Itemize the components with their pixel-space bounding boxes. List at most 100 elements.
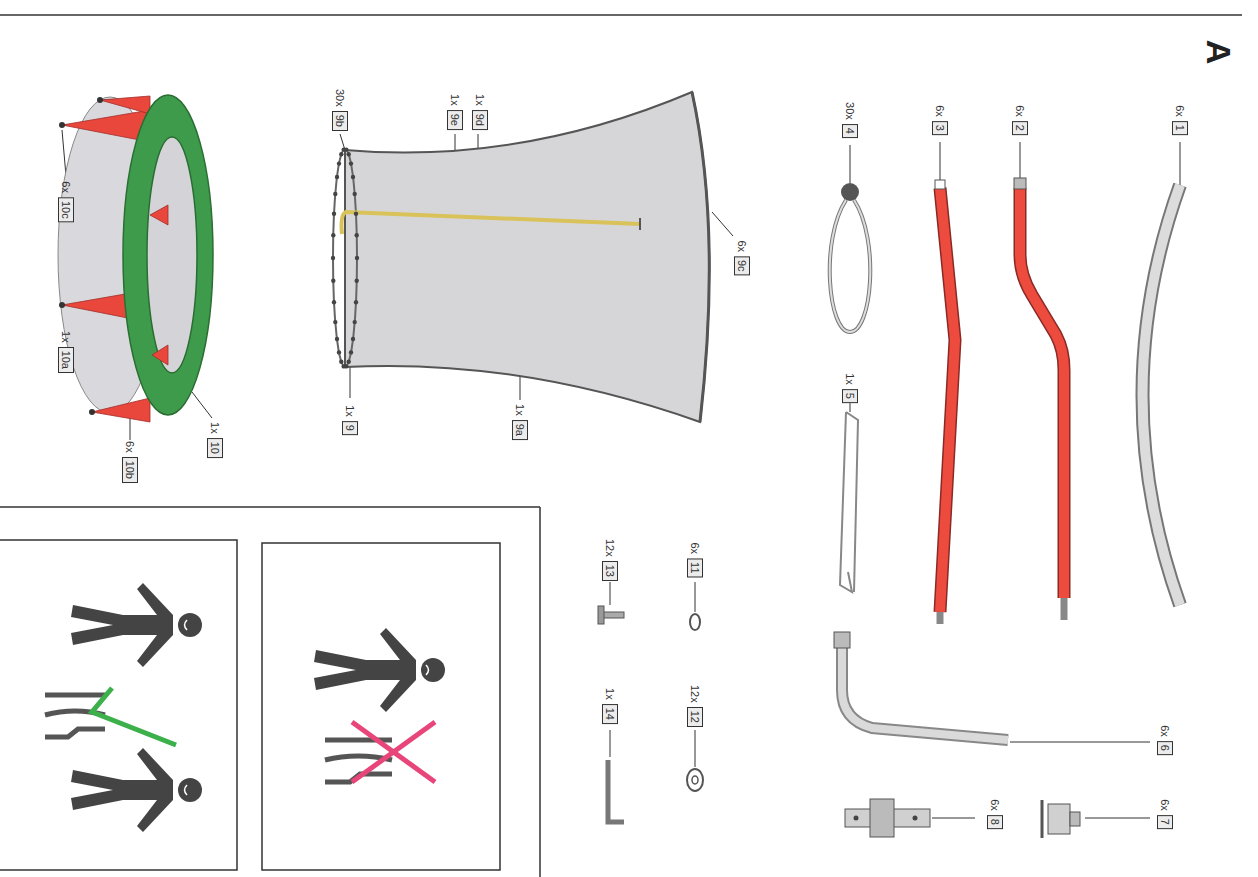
- callout-group: 1x9a: [512, 404, 528, 440]
- net-top-edge: [692, 92, 709, 422]
- callout-number: 14: [602, 704, 618, 724]
- callout-group: 12x12: [687, 685, 703, 727]
- person-happy: [71, 583, 202, 667]
- callout-group: 6x7: [1157, 799, 1173, 829]
- frown: [426, 665, 429, 675]
- connector-flange: [1041, 800, 1044, 838]
- callout-number: 8: [987, 815, 1003, 829]
- quantity-label: 12x: [604, 539, 616, 557]
- net-ring-dot: [347, 152, 351, 156]
- net-ring-dot: [347, 360, 351, 364]
- connector-cap: [1048, 804, 1070, 834]
- callout-number: 7: [1157, 815, 1173, 829]
- callout-number: 13: [602, 561, 618, 581]
- bungee-ball: [841, 183, 859, 201]
- zipper-end: [639, 218, 641, 230]
- callout-number: 9d: [472, 110, 488, 130]
- callout-group: 6x2: [1012, 105, 1028, 135]
- callout-number: 9a: [512, 420, 528, 440]
- callout-group: 12x13: [602, 539, 618, 581]
- lower-pole: [940, 188, 955, 612]
- callout-number: 11: [687, 558, 703, 577]
- pole-sleeve: [150, 205, 168, 225]
- spring-tool: [840, 412, 858, 592]
- quantity-label: 1x: [60, 331, 72, 343]
- pole-sleeve: [152, 345, 168, 365]
- pole-top: [97, 97, 103, 103]
- pole-tip: [937, 612, 944, 624]
- net-ring-dot: [354, 212, 358, 216]
- leader-line: [850, 145, 851, 183]
- quantity-label: 1x: [604, 688, 616, 700]
- border-line: [0, 506, 540, 508]
- leader-line: [610, 582, 611, 605]
- washer-small: [690, 614, 700, 630]
- net-ring-dot: [332, 300, 336, 304]
- quantity-label: 6x: [1174, 105, 1186, 117]
- net-ring-dot: [333, 192, 337, 196]
- callout-group: 30x4: [842, 102, 858, 138]
- person-head: [178, 613, 202, 637]
- leader-line: [1010, 742, 1150, 743]
- screw-shaft: [602, 612, 624, 618]
- person-happy: [71, 748, 202, 832]
- curved-pole-fill: [1143, 185, 1181, 605]
- person-head: [178, 778, 202, 802]
- callout-group: 1x10a: [58, 331, 74, 373]
- callout-group: 6x3: [932, 105, 948, 135]
- quantity-label: 6x: [934, 105, 946, 117]
- zipper: [342, 212, 641, 234]
- quantity-label: 1x: [514, 404, 526, 416]
- callout-number: 9: [342, 421, 358, 435]
- pole-cap: [1014, 178, 1026, 189]
- callout-group: 6x1: [1172, 105, 1188, 135]
- frame-lines: [0, 15, 1242, 877]
- quantity-label: 6x: [736, 240, 748, 252]
- pole-tip: [1061, 598, 1068, 620]
- callout-number: 6: [1157, 741, 1173, 755]
- l-tube: [842, 645, 1008, 740]
- quantity-label: 1x: [209, 422, 221, 434]
- quantity-label: 1x: [344, 405, 356, 417]
- callout-number: 12: [687, 707, 703, 727]
- smile: [185, 785, 188, 795]
- border-line: [539, 507, 541, 877]
- net-bottom-ring: [333, 149, 357, 367]
- net-ring-dot: [349, 350, 353, 354]
- border-line: [0, 14, 1242, 16]
- person-body: [314, 628, 416, 712]
- bent-pole: [1020, 188, 1064, 598]
- safety-net: [345, 92, 709, 422]
- curved-pole: [1143, 185, 1181, 605]
- allen-key: [608, 760, 624, 822]
- net-rings: [331, 147, 359, 368]
- net-ring-dot: [333, 320, 337, 324]
- tube-end: [834, 632, 850, 648]
- net-ring-dot: [351, 175, 355, 179]
- net-ring-dot: [331, 279, 335, 283]
- quantity-label: 30x: [334, 89, 346, 107]
- leader-line: [192, 392, 212, 418]
- net-ring-dot: [344, 147, 348, 151]
- check-mark: [92, 688, 176, 745]
- quantity-label: 1x: [474, 94, 486, 106]
- net-ring-dot: [355, 279, 359, 283]
- washer-hole: [692, 776, 698, 784]
- callout-group: 1x5: [842, 373, 858, 403]
- callout-group: 1x9e: [447, 94, 463, 130]
- bolt-hole: [913, 816, 918, 821]
- net-ring-dot: [353, 320, 357, 324]
- pole-sleeves-inner: [150, 205, 168, 365]
- warning-panel: [0, 540, 237, 870]
- callout-group: 6x11: [687, 542, 703, 577]
- leader-line: [695, 730, 696, 767]
- person-head: [421, 658, 445, 682]
- frame-pad-hole: [147, 137, 197, 373]
- quantity-label: 6x: [1159, 725, 1171, 737]
- callout-number: 10a: [58, 347, 74, 373]
- section-letter: A: [1199, 40, 1238, 65]
- callout-group: 1x14: [602, 688, 618, 724]
- callout-number: 10b: [122, 457, 138, 483]
